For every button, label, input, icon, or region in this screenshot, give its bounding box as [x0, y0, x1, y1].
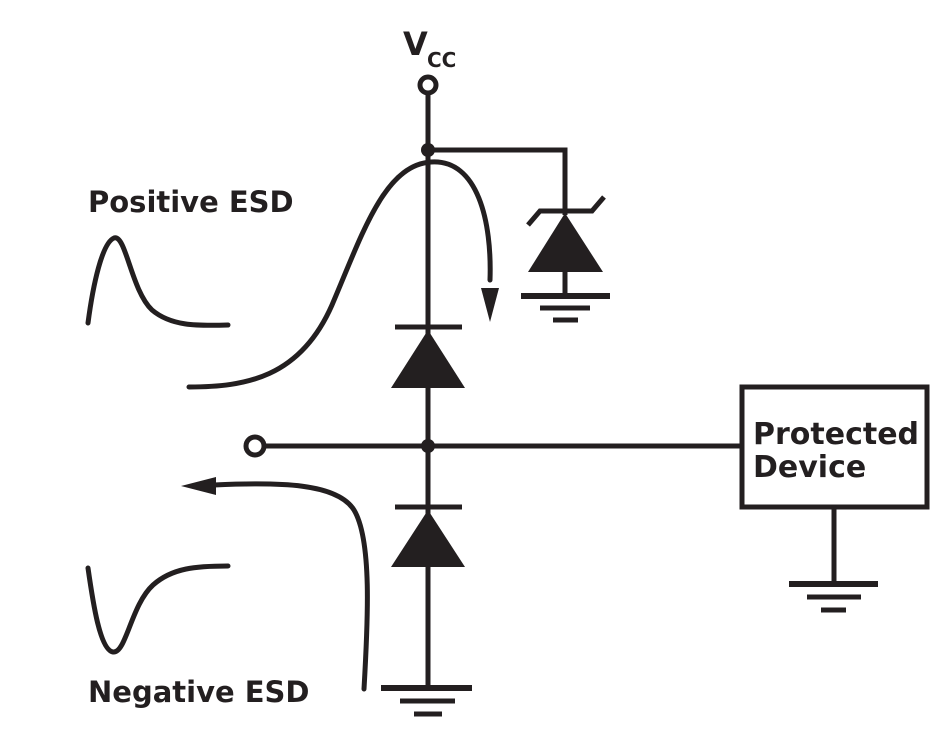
negative-current-path — [211, 481, 370, 692]
protected-device-box — [739, 384, 930, 510]
positive-esd-pulse — [85, 235, 231, 328]
zener-diode — [526, 195, 606, 296]
positive-path-arrowhead — [481, 288, 499, 322]
vcc-terminal — [417, 74, 439, 96]
positive-esd-label: Positive ESD — [88, 185, 294, 219]
vcc-subscript: CC — [427, 48, 456, 72]
device-ground-icon — [789, 581, 878, 613]
positive-current-path — [186, 159, 493, 390]
lower-diode — [391, 504, 465, 567]
negative-esd-pulse — [85, 563, 231, 655]
input-terminal — [243, 434, 267, 458]
protected-device-label-line1: Protected — [753, 417, 919, 452]
negative-path-arrowhead — [181, 477, 216, 495]
zener-branch-wire — [428, 147, 568, 215]
upper-diode — [391, 324, 465, 388]
protected-device-label-line2: Device — [753, 450, 866, 485]
negative-esd-label: Negative ESD — [88, 675, 310, 709]
junction-dot-top — [421, 143, 435, 157]
vcc-label: V — [403, 25, 428, 63]
zener-ground-icon — [521, 293, 610, 323]
junction-dot-middle — [421, 439, 435, 453]
rail-ground-icon — [381, 685, 472, 717]
